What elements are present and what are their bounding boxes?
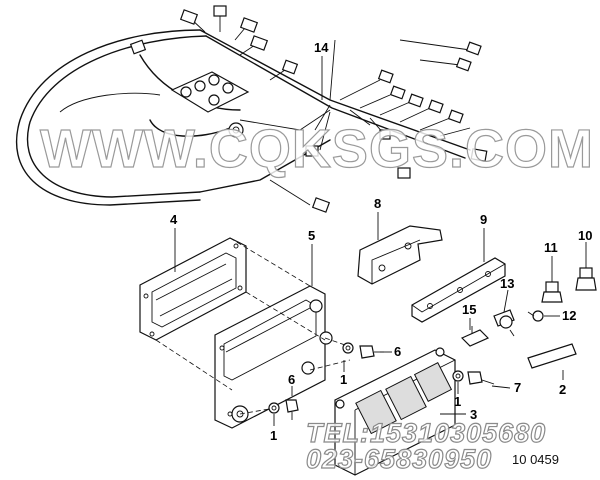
watermark-text: WWW.CQKSGS.COM (39, 118, 594, 179)
ecm-module-3 (334, 347, 456, 476)
connector-15 (460, 326, 490, 347)
sensor-12 (527, 310, 544, 322)
callout-10: 10 (578, 228, 592, 243)
callout-7: 7 (514, 380, 521, 395)
callout-15: 15 (462, 302, 476, 317)
sensor-13 (493, 309, 515, 337)
callout-14: 14 (314, 40, 329, 55)
callout-13: 13 (500, 276, 514, 291)
callout-3: 3 (470, 407, 477, 422)
callout-12: 12 (562, 308, 576, 323)
part-code: 10 0459 (512, 452, 559, 467)
bracket-8 (357, 225, 443, 285)
label-strip-2 (527, 343, 577, 369)
contact-phone: 023-65830950 (305, 443, 493, 474)
callout-5: 5 (308, 228, 315, 243)
leader-lines (174, 56, 587, 426)
callout-1-middle: 1 (340, 372, 347, 387)
callout-8: 8 (374, 196, 381, 211)
callout-1-lower-left: 1 (270, 428, 277, 443)
callout-1-lower-right: 1 (454, 394, 461, 409)
sensor-11 (541, 268, 563, 303)
callout-6-lower: 6 (288, 372, 295, 387)
plate-4 (139, 237, 247, 341)
callout-9: 9 (480, 212, 487, 227)
sensor-10 (575, 254, 597, 291)
rail-9 (411, 257, 506, 323)
callout-6-upper: 6 (394, 344, 401, 359)
harness-connectors (129, 5, 488, 213)
plate-5 (214, 285, 333, 429)
callout-labels: 14 8 9 4 5 11 10 13 15 12 6 1 2 7 3 6 1 … (170, 40, 592, 443)
alignment-lines (155, 237, 351, 415)
fasteners (268, 342, 495, 420)
contact-tel: TEL:15310305680 (305, 417, 547, 448)
callout-4: 4 (170, 212, 178, 227)
callout-2: 2 (559, 382, 566, 397)
callout-11: 11 (544, 240, 558, 255)
